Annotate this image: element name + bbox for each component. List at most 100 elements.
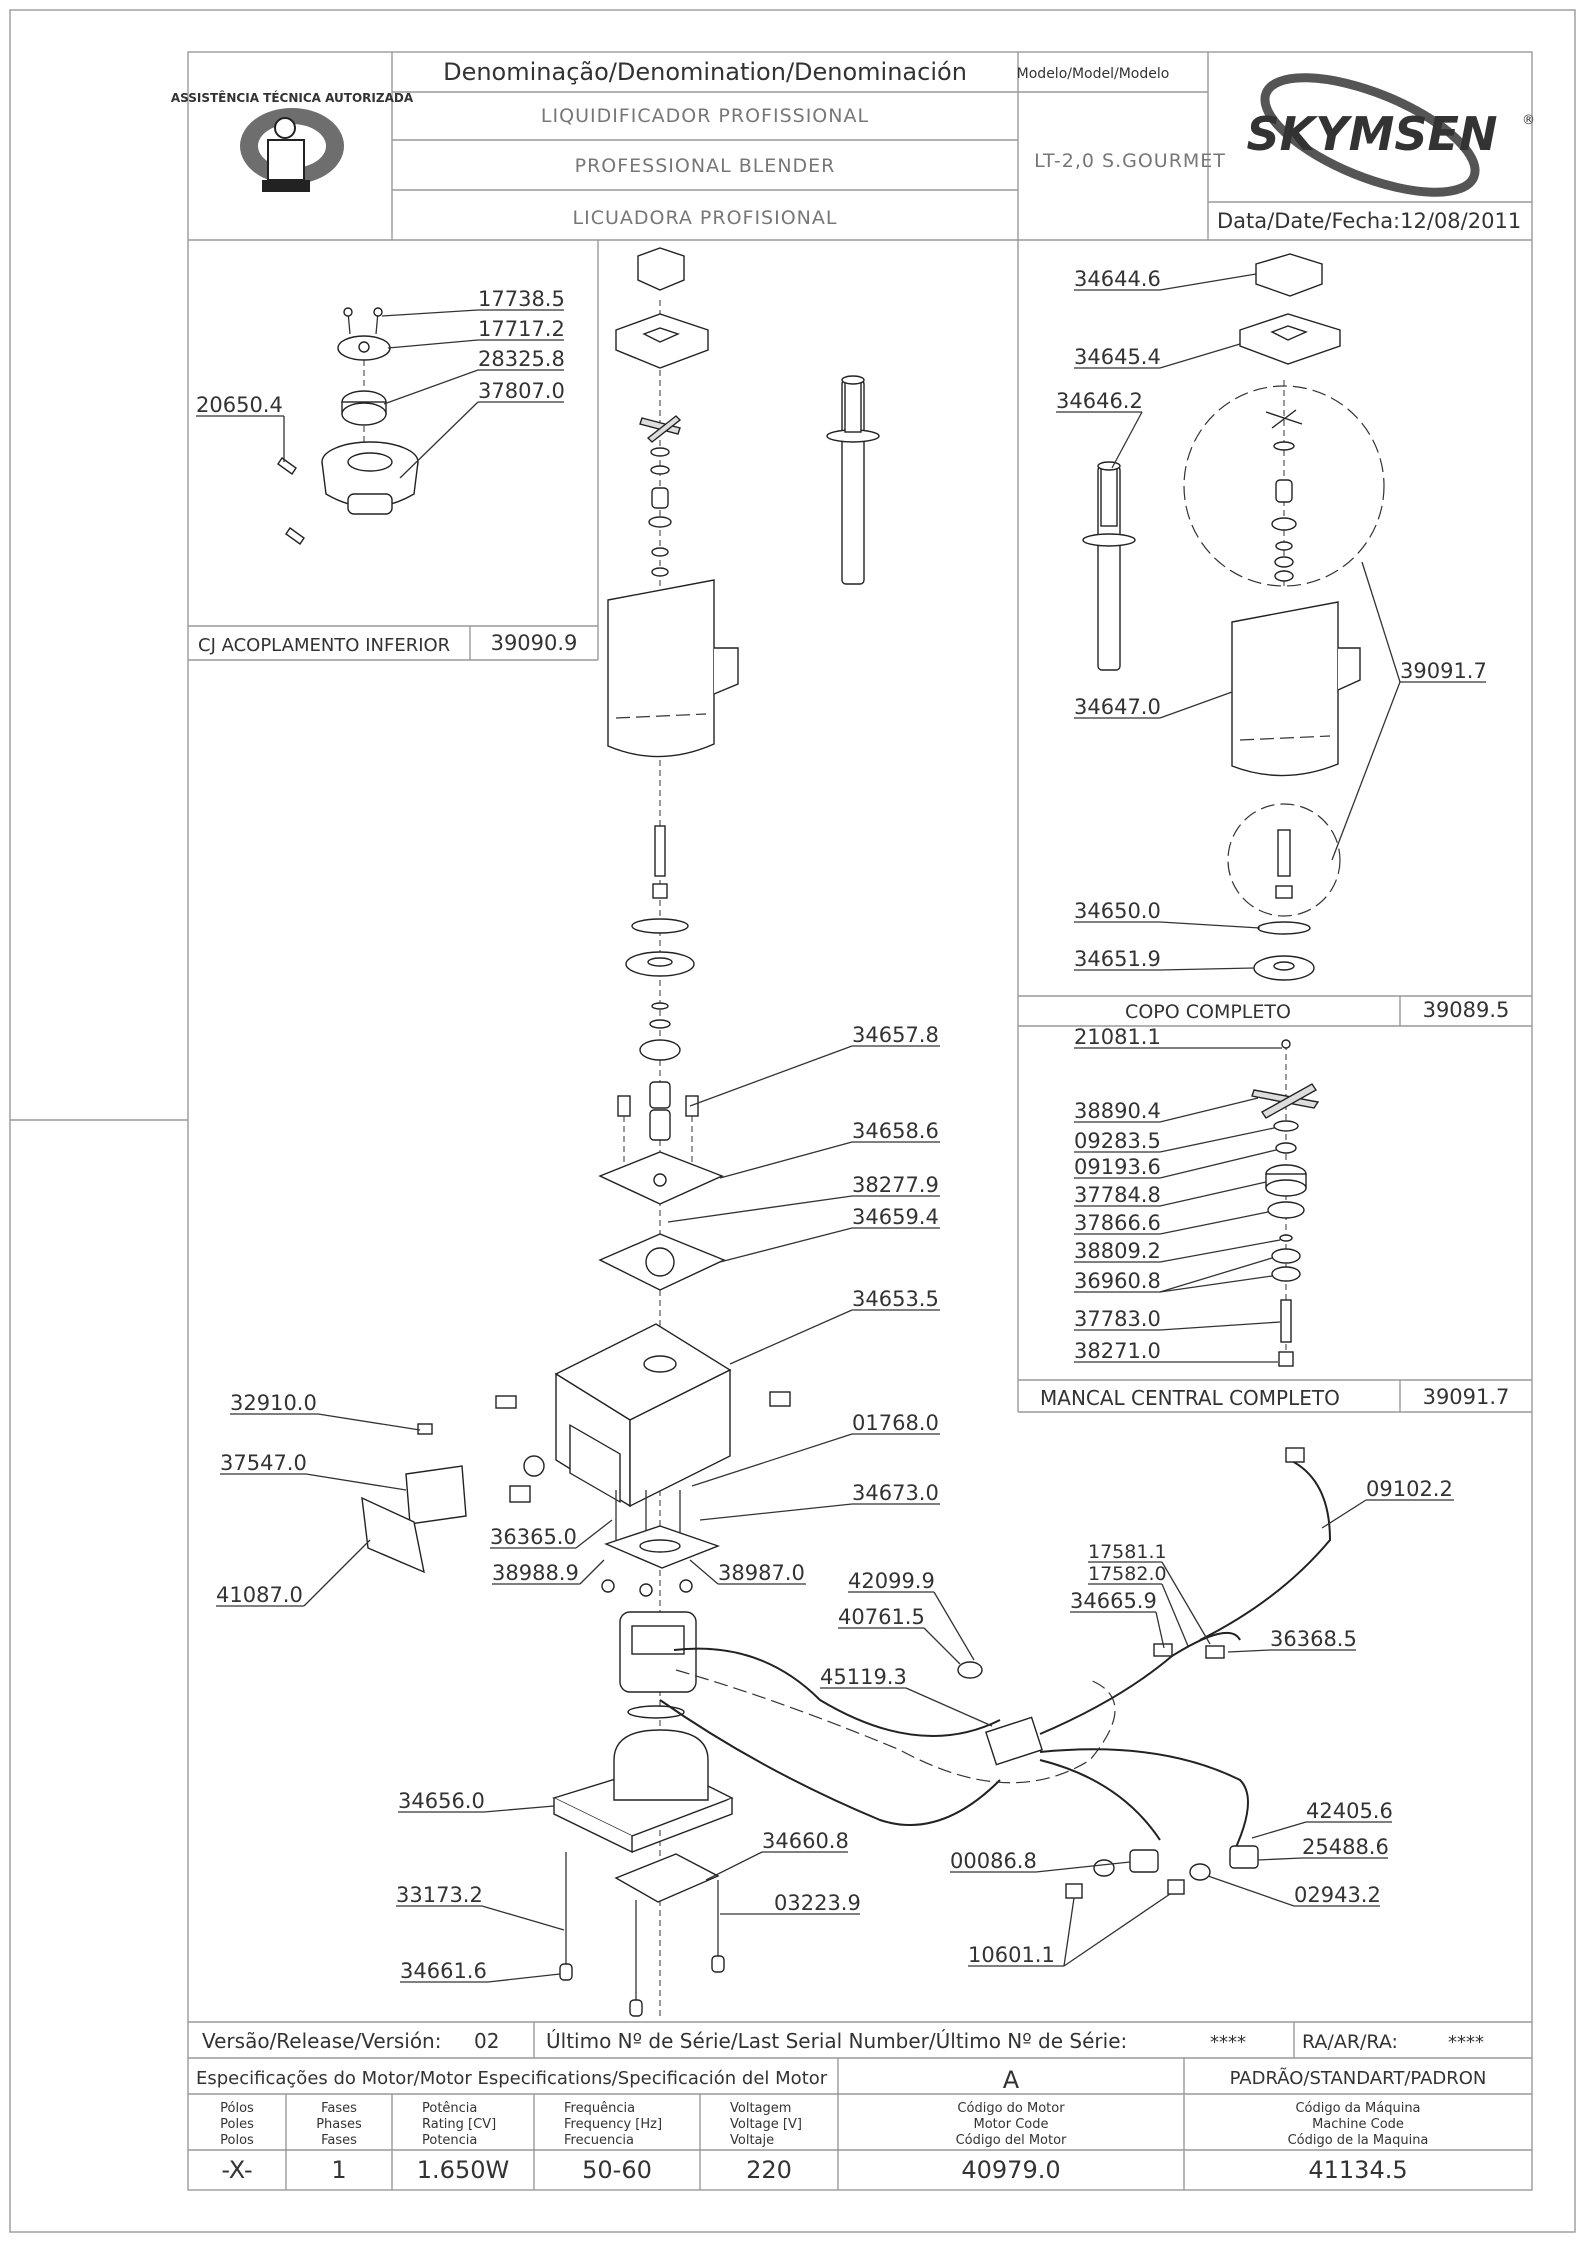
lower-coupling-title: CJ ACOPLAMENTO INFERIOR bbox=[198, 635, 450, 656]
spec-col-voltage: Voltagem Voltage [V] Voltaje 220 bbox=[730, 2101, 802, 2184]
part-21081-1: 21081.1 bbox=[1074, 1025, 1161, 1049]
product-name-pt: LIQUIDIFICADOR PROFISSIONAL bbox=[541, 105, 869, 127]
part-34660-8: 34660.8 bbox=[762, 1829, 849, 1853]
title-block: ASSISTÊNCIA TÉCNICA AUTORIZADA Denominaç… bbox=[171, 52, 1535, 241]
svg-text:Código da Máquina: Código da Máquina bbox=[1295, 2101, 1420, 2116]
part-37547-0: 37547.0 bbox=[220, 1451, 307, 1475]
authorized-service-seal: ASSISTÊNCIA TÉCNICA AUTORIZADA bbox=[171, 90, 414, 192]
seal-text: ASSISTÊNCIA TÉCNICA AUTORIZADA bbox=[171, 90, 414, 105]
svg-text:Pólos: Pólos bbox=[220, 2101, 254, 2116]
part-42405-6: 42405.6 bbox=[1306, 1799, 1393, 1823]
spec-col-rating: Potência Rating [CV] Potencia 1.650W bbox=[417, 2101, 509, 2184]
part-28325-8: 28325.8 bbox=[478, 347, 565, 371]
brand-name: SKYMSEN bbox=[1247, 107, 1498, 161]
footer-block: Versão/Release/Versión: 02 Último Nº de … bbox=[188, 2021, 1532, 2190]
svg-text:Phases: Phases bbox=[316, 2117, 362, 2132]
part-37807-0: 37807.0 bbox=[478, 379, 565, 403]
rating-value: 1.650W bbox=[417, 2156, 509, 2184]
central-bearing-code: 39091.7 bbox=[1423, 1385, 1510, 1409]
part-01768-0: 01768.0 bbox=[852, 1411, 939, 1435]
svg-text:Frecuencia: Frecuencia bbox=[564, 2133, 634, 2148]
frequency-value: 50-60 bbox=[582, 2156, 652, 2184]
part-36960-8: 36960.8 bbox=[1074, 1269, 1161, 1293]
part-00086-8: 00086.8 bbox=[950, 1849, 1037, 1873]
central-bearing-box: MANCAL CENTRAL COMPLETO 39091.7 21081.1 … bbox=[1018, 1025, 1532, 1413]
brand-mark: ® bbox=[1522, 113, 1535, 128]
part-38271-0: 38271.0 bbox=[1074, 1339, 1161, 1363]
svg-text:Potencia: Potencia bbox=[422, 2133, 477, 2148]
part-39091-7-cup: 39091.7 bbox=[1400, 659, 1487, 683]
part-17738-5: 17738.5 bbox=[478, 287, 565, 311]
ra-label: RA/AR/RA: bbox=[1302, 2031, 1398, 2053]
complete-cup-parts bbox=[1082, 253, 1385, 981]
part-10601-1: 10601.1 bbox=[968, 1943, 1055, 1967]
part-09283-5: 09283.5 bbox=[1074, 1129, 1161, 1153]
part-34653-5: 34653.5 bbox=[852, 1287, 939, 1311]
model-label: Modelo/Model/Modelo bbox=[1017, 66, 1170, 82]
date-label: Data/Date/Fecha:12/08/2011 bbox=[1217, 209, 1521, 233]
date-value: 12/08/2011 bbox=[1400, 209, 1521, 233]
part-25488-6: 25488.6 bbox=[1302, 1835, 1389, 1859]
svg-text:Frequência: Frequência bbox=[564, 2101, 635, 2116]
svg-text:Motor Code: Motor Code bbox=[974, 2117, 1049, 2132]
complete-cup-title: COPO COMPLETO bbox=[1125, 1001, 1291, 1023]
part-41087-0: 41087.0 bbox=[216, 1583, 303, 1607]
voltage-value: 220 bbox=[746, 2156, 792, 2184]
lower-coupling-code: 39090.9 bbox=[491, 631, 578, 655]
lower-coupling-box: CJ ACOPLAMENTO INFERIOR 39090.9 17738.5 … bbox=[188, 240, 599, 661]
part-34650-0: 34650.0 bbox=[1074, 899, 1161, 923]
sheet-border bbox=[9, 9, 1576, 2233]
part-03223-9: 03223.9 bbox=[774, 1891, 861, 1915]
motor-code-value: 40979.0 bbox=[961, 2156, 1060, 2184]
main-exploded-stack bbox=[361, 247, 880, 2020]
part-36365-0: 36365.0 bbox=[490, 1525, 577, 1549]
standard-label: PADRÃO/STANDART/PADRON bbox=[1230, 2067, 1487, 2089]
part-34665-9: 34665.9 bbox=[1070, 1589, 1157, 1613]
part-17581-1: 17581.1 bbox=[1088, 1541, 1167, 1563]
part-38988-9: 38988.9 bbox=[492, 1561, 579, 1585]
part-34658-6: 34658.6 bbox=[852, 1119, 939, 1143]
complete-cup-box: COPO COMPLETO 39089.5 bbox=[1017, 240, 1532, 1412]
drawing-frame bbox=[187, 51, 1533, 2191]
spec-col-poles: Pólos Poles Polos -X- bbox=[220, 2101, 254, 2184]
svg-text:Código del Motor: Código del Motor bbox=[956, 2133, 1067, 2148]
central-bearing-parts bbox=[1251, 1039, 1320, 1367]
main-callouts: 34657.8 34658.6 38277.9 34659.4 34653.5 … bbox=[216, 1023, 1454, 1983]
spec-col-motor-code: Código do Motor Motor Code Código del Mo… bbox=[956, 2101, 1067, 2184]
serial-label: Último Nº de Série/Last Serial Number/Úl… bbox=[546, 2029, 1127, 2053]
svg-text:Fases: Fases bbox=[321, 2101, 357, 2116]
svg-text:Voltage [V]: Voltage [V] bbox=[730, 2117, 802, 2132]
svg-text:Machine Code: Machine Code bbox=[1312, 2117, 1404, 2132]
svg-text:Voltaje: Voltaje bbox=[730, 2133, 774, 2148]
part-34647-0: 34647.0 bbox=[1074, 695, 1161, 719]
part-34646-2: 34646.2 bbox=[1056, 389, 1143, 413]
part-36368-5: 36368.5 bbox=[1270, 1627, 1357, 1651]
brand-logo: SKYMSEN ® bbox=[1247, 73, 1535, 197]
part-34644-6: 34644.6 bbox=[1074, 267, 1161, 291]
ra-value: **** bbox=[1448, 2032, 1484, 2053]
part-32910-0: 32910.0 bbox=[230, 1391, 317, 1415]
part-33173-2: 33173.2 bbox=[396, 1883, 483, 1907]
svg-text:Potência: Potência bbox=[422, 2101, 477, 2116]
product-name-en: PROFESSIONAL BLENDER bbox=[575, 155, 836, 177]
svg-text:Rating [CV]: Rating [CV] bbox=[422, 2117, 496, 2132]
part-17717-2: 17717.2 bbox=[478, 317, 565, 341]
part-34661-6: 34661.6 bbox=[400, 1959, 487, 1983]
part-34651-9: 34651.9 bbox=[1074, 947, 1161, 971]
part-17582-0: 17582.0 bbox=[1088, 1563, 1167, 1585]
part-34645-4: 34645.4 bbox=[1074, 345, 1161, 369]
part-40761-5: 40761.5 bbox=[838, 1605, 925, 1629]
denomination-title: Denominação/Denomination/Denominación bbox=[443, 58, 967, 86]
version-value: 02 bbox=[474, 2029, 499, 2053]
svg-text:Frequency [Hz]: Frequency [Hz] bbox=[564, 2117, 662, 2132]
part-34657-8: 34657.8 bbox=[852, 1023, 939, 1047]
part-34659-4: 34659.4 bbox=[852, 1205, 939, 1229]
part-38809-2: 38809.2 bbox=[1074, 1239, 1161, 1263]
version-label: Versão/Release/Versión: bbox=[202, 2029, 441, 2053]
serial-value: **** bbox=[1210, 2032, 1246, 2053]
svg-text:Poles: Poles bbox=[220, 2117, 254, 2132]
phases-value: 1 bbox=[331, 2156, 346, 2184]
svg-text:Código de la Maquina: Código de la Maquina bbox=[1288, 2133, 1429, 2148]
part-38987-0: 38987.0 bbox=[718, 1561, 805, 1585]
